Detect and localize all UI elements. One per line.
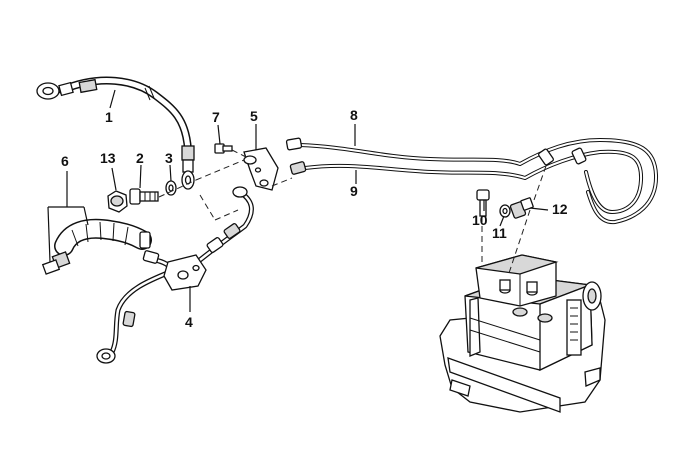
part-7-screw — [214, 143, 233, 154]
part-4-brake-line-distributor — [96, 186, 254, 364]
callout-1: 1 — [105, 109, 113, 125]
assembly-dashed-lines — [158, 149, 547, 277]
part-12-adapter — [509, 197, 534, 219]
part-6-hose-assembly — [41, 218, 152, 275]
part-3-sealing-ring — [165, 180, 177, 196]
callout-5: 5 — [250, 108, 258, 124]
part-10-bolt — [476, 189, 490, 217]
leader-lines — [47, 89, 549, 312]
part-8-9-brake-lines — [285, 137, 659, 225]
part-2-bolt — [129, 188, 159, 205]
part-5-bracket — [243, 147, 279, 191]
callout-11: 11 — [492, 225, 507, 241]
callout-9: 9 — [350, 183, 358, 199]
part-13-cap-nut — [107, 190, 128, 213]
callout-labels: 1 13 2 3 7 5 8 9 6 4 10 11 12 — [61, 107, 568, 330]
part-11-washer — [499, 204, 511, 218]
callout-4: 4 — [185, 314, 193, 330]
callout-12: 12 — [552, 201, 568, 217]
callout-10: 10 — [472, 212, 488, 228]
callout-2: 2 — [136, 150, 144, 166]
callout-8: 8 — [350, 107, 358, 123]
callout-6: 6 — [61, 153, 69, 169]
callout-3: 3 — [165, 150, 173, 166]
callout-7: 7 — [212, 109, 220, 125]
part-1-brake-hose — [36, 76, 195, 190]
callout-13: 13 — [100, 150, 116, 166]
abs-hydraulic-unit — [439, 254, 606, 413]
